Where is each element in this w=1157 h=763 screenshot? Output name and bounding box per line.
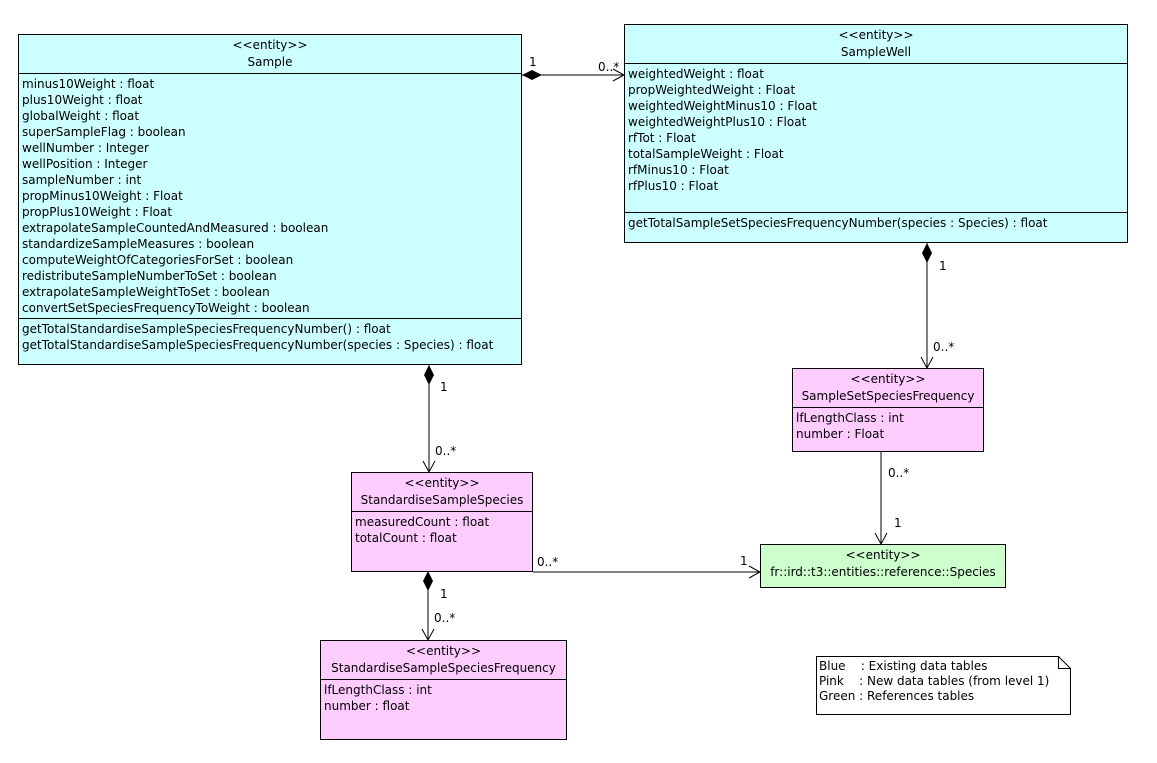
multiplicity-label: 1	[440, 380, 448, 394]
multiplicity-label: 0..*	[933, 340, 955, 354]
attribute: extrapolateSampleCountedAndMeasured : bo…	[22, 221, 329, 235]
multiplicity-label: 0..*	[598, 60, 620, 74]
class-standardisesamplespecies[interactable]: <<entity>> StandardiseSampleSpecies meas…	[351, 472, 533, 572]
attribute: totalSampleWeight : Float	[628, 147, 784, 161]
attribute: lfLengthClass : int	[796, 411, 904, 425]
class-standardisesamplespeciesfrequency[interactable]: <<entity>> StandardiseSampleSpeciesFrequ…	[320, 640, 567, 740]
class-sample[interactable]: <<entity>> Sample minus10Weight : float …	[18, 34, 522, 365]
class-header: <<entity>> StandardiseSampleSpeciesFrequ…	[321, 641, 566, 679]
multiplicity-label: 0..*	[537, 555, 559, 569]
composition-diamond-sample-bottom	[424, 365, 434, 385]
attribute: lfLengthClass : int	[324, 683, 432, 697]
attribute: extrapolateSampleWeightToSet : boolean	[22, 285, 270, 299]
attributes: minus10Weight : float plus10Weight : flo…	[19, 73, 521, 318]
class-name: SampleSetSpeciesFrequency	[801, 389, 975, 403]
attributes: measuredCount : float totalCount : float	[352, 511, 532, 548]
stereotype: <<entity>>	[404, 476, 480, 490]
multiplicity-label: 0..*	[434, 611, 456, 625]
attribute: rfTot : Float	[628, 131, 696, 145]
stereotype: <<entity>>	[405, 644, 482, 658]
attributes: weightedWeight : float propWeightedWeigh…	[625, 63, 1127, 212]
operation: getTotalSampleSetSpeciesFrequencyNumber(…	[628, 216, 1048, 230]
class-name: SampleWell	[840, 45, 912, 59]
stereotype: <<entity>>	[838, 28, 914, 42]
composition-diamond-sss	[423, 571, 433, 591]
multiplicity-label: 1	[740, 554, 748, 568]
attribute: totalCount : float	[355, 531, 457, 545]
attribute: weightedWeightMinus10 : Float	[628, 99, 817, 113]
multiplicity-label: 1	[440, 587, 448, 601]
multiplicity-label: 0..*	[435, 444, 457, 458]
attribute: globalWeight : float	[22, 109, 140, 123]
attribute: weightedWeightPlus10 : Float	[628, 115, 807, 129]
composition-diamond-sample	[522, 70, 542, 80]
legend-note-outline	[816, 656, 1071, 715]
stereotype: <<entity>>	[850, 372, 926, 386]
attribute: rfPlus10 : Float	[628, 179, 719, 193]
attribute: rfMinus10 : Float	[628, 163, 729, 177]
class-species[interactable]: <<entity>> fr::ird::t3::entities::refere…	[760, 544, 1006, 588]
attribute: computeWeightOfCategoriesForSet : boolea…	[22, 253, 294, 267]
attribute: propWeightedWeight : Float	[628, 83, 796, 97]
attribute: convertSetSpeciesFrequencyToWeight : boo…	[22, 301, 310, 315]
class-header: <<entity>> StandardiseSampleSpecies	[352, 473, 532, 511]
attribute: weightedWeight : float	[628, 67, 764, 81]
attribute: minus10Weight : float	[22, 77, 155, 91]
class-name: Sample	[247, 55, 293, 69]
attributes: lfLengthClass : int number : float	[321, 679, 566, 716]
operation: getTotalStandardiseSampleSpeciesFrequenc…	[22, 322, 391, 336]
attribute: wellPosition : Integer	[22, 157, 148, 171]
attribute: standardizeSampleMeasures : boolean	[22, 237, 255, 251]
attribute: number : float	[324, 699, 410, 713]
legend-line-pink: Pink : New data tables (from level 1)	[819, 674, 1050, 688]
multiplicity-label: 1	[939, 259, 947, 273]
class-name: StandardiseSampleSpecies	[360, 493, 524, 507]
operation: getTotalStandardiseSampleSpeciesFrequenc…	[22, 338, 494, 352]
class-name: fr::ird::t3::entities::reference::Specie…	[770, 565, 996, 579]
legend-line-blue: Blue : Existing data tables	[819, 659, 988, 673]
legend-note-fold	[1058, 656, 1071, 669]
attribute: sampleNumber : int	[22, 173, 142, 187]
stereotype: <<entity>>	[845, 548, 921, 562]
operations: getTotalStandardiseSampleSpeciesFrequenc…	[19, 318, 521, 355]
class-header: <<entity>> Sample	[19, 35, 521, 73]
class-samplesetspeciesfrequency[interactable]: <<entity>> SampleSetSpeciesFrequency lfL…	[792, 368, 984, 452]
attribute: measuredCount : float	[355, 515, 490, 529]
class-name: StandardiseSampleSpeciesFrequency	[331, 661, 556, 675]
stereotype: <<entity>>	[232, 38, 308, 52]
multiplicity-label: 1	[529, 55, 537, 69]
multiplicity-label: 0..*	[888, 466, 910, 480]
operations: getTotalSampleSetSpeciesFrequencyNumber(…	[625, 212, 1127, 233]
class-header: <<entity>> SampleWell	[625, 25, 1127, 63]
class-samplewell[interactable]: <<entity>> SampleWell weightedWeight : f…	[624, 24, 1128, 243]
attribute: plus10Weight : float	[22, 93, 143, 107]
attribute: propMinus10Weight : Float	[22, 189, 183, 203]
attribute: wellNumber : Integer	[22, 141, 149, 155]
composition-diamond-samplewell	[922, 243, 932, 263]
class-header: <<entity>> SampleSetSpeciesFrequency	[793, 369, 983, 407]
multiplicity-label: 1	[894, 516, 902, 530]
attribute: number : Float	[796, 427, 885, 441]
attribute: redistributeSampleNumberToSet : boolean	[22, 269, 277, 283]
legend-line-green: Green : References tables	[819, 689, 975, 703]
attribute: propPlus10Weight : Float	[22, 205, 173, 219]
class-header: <<entity>> fr::ird::t3::entities::refere…	[761, 545, 1005, 583]
attributes: lfLengthClass : int number : Float	[793, 407, 983, 444]
attribute: superSampleFlag : boolean	[22, 125, 186, 139]
